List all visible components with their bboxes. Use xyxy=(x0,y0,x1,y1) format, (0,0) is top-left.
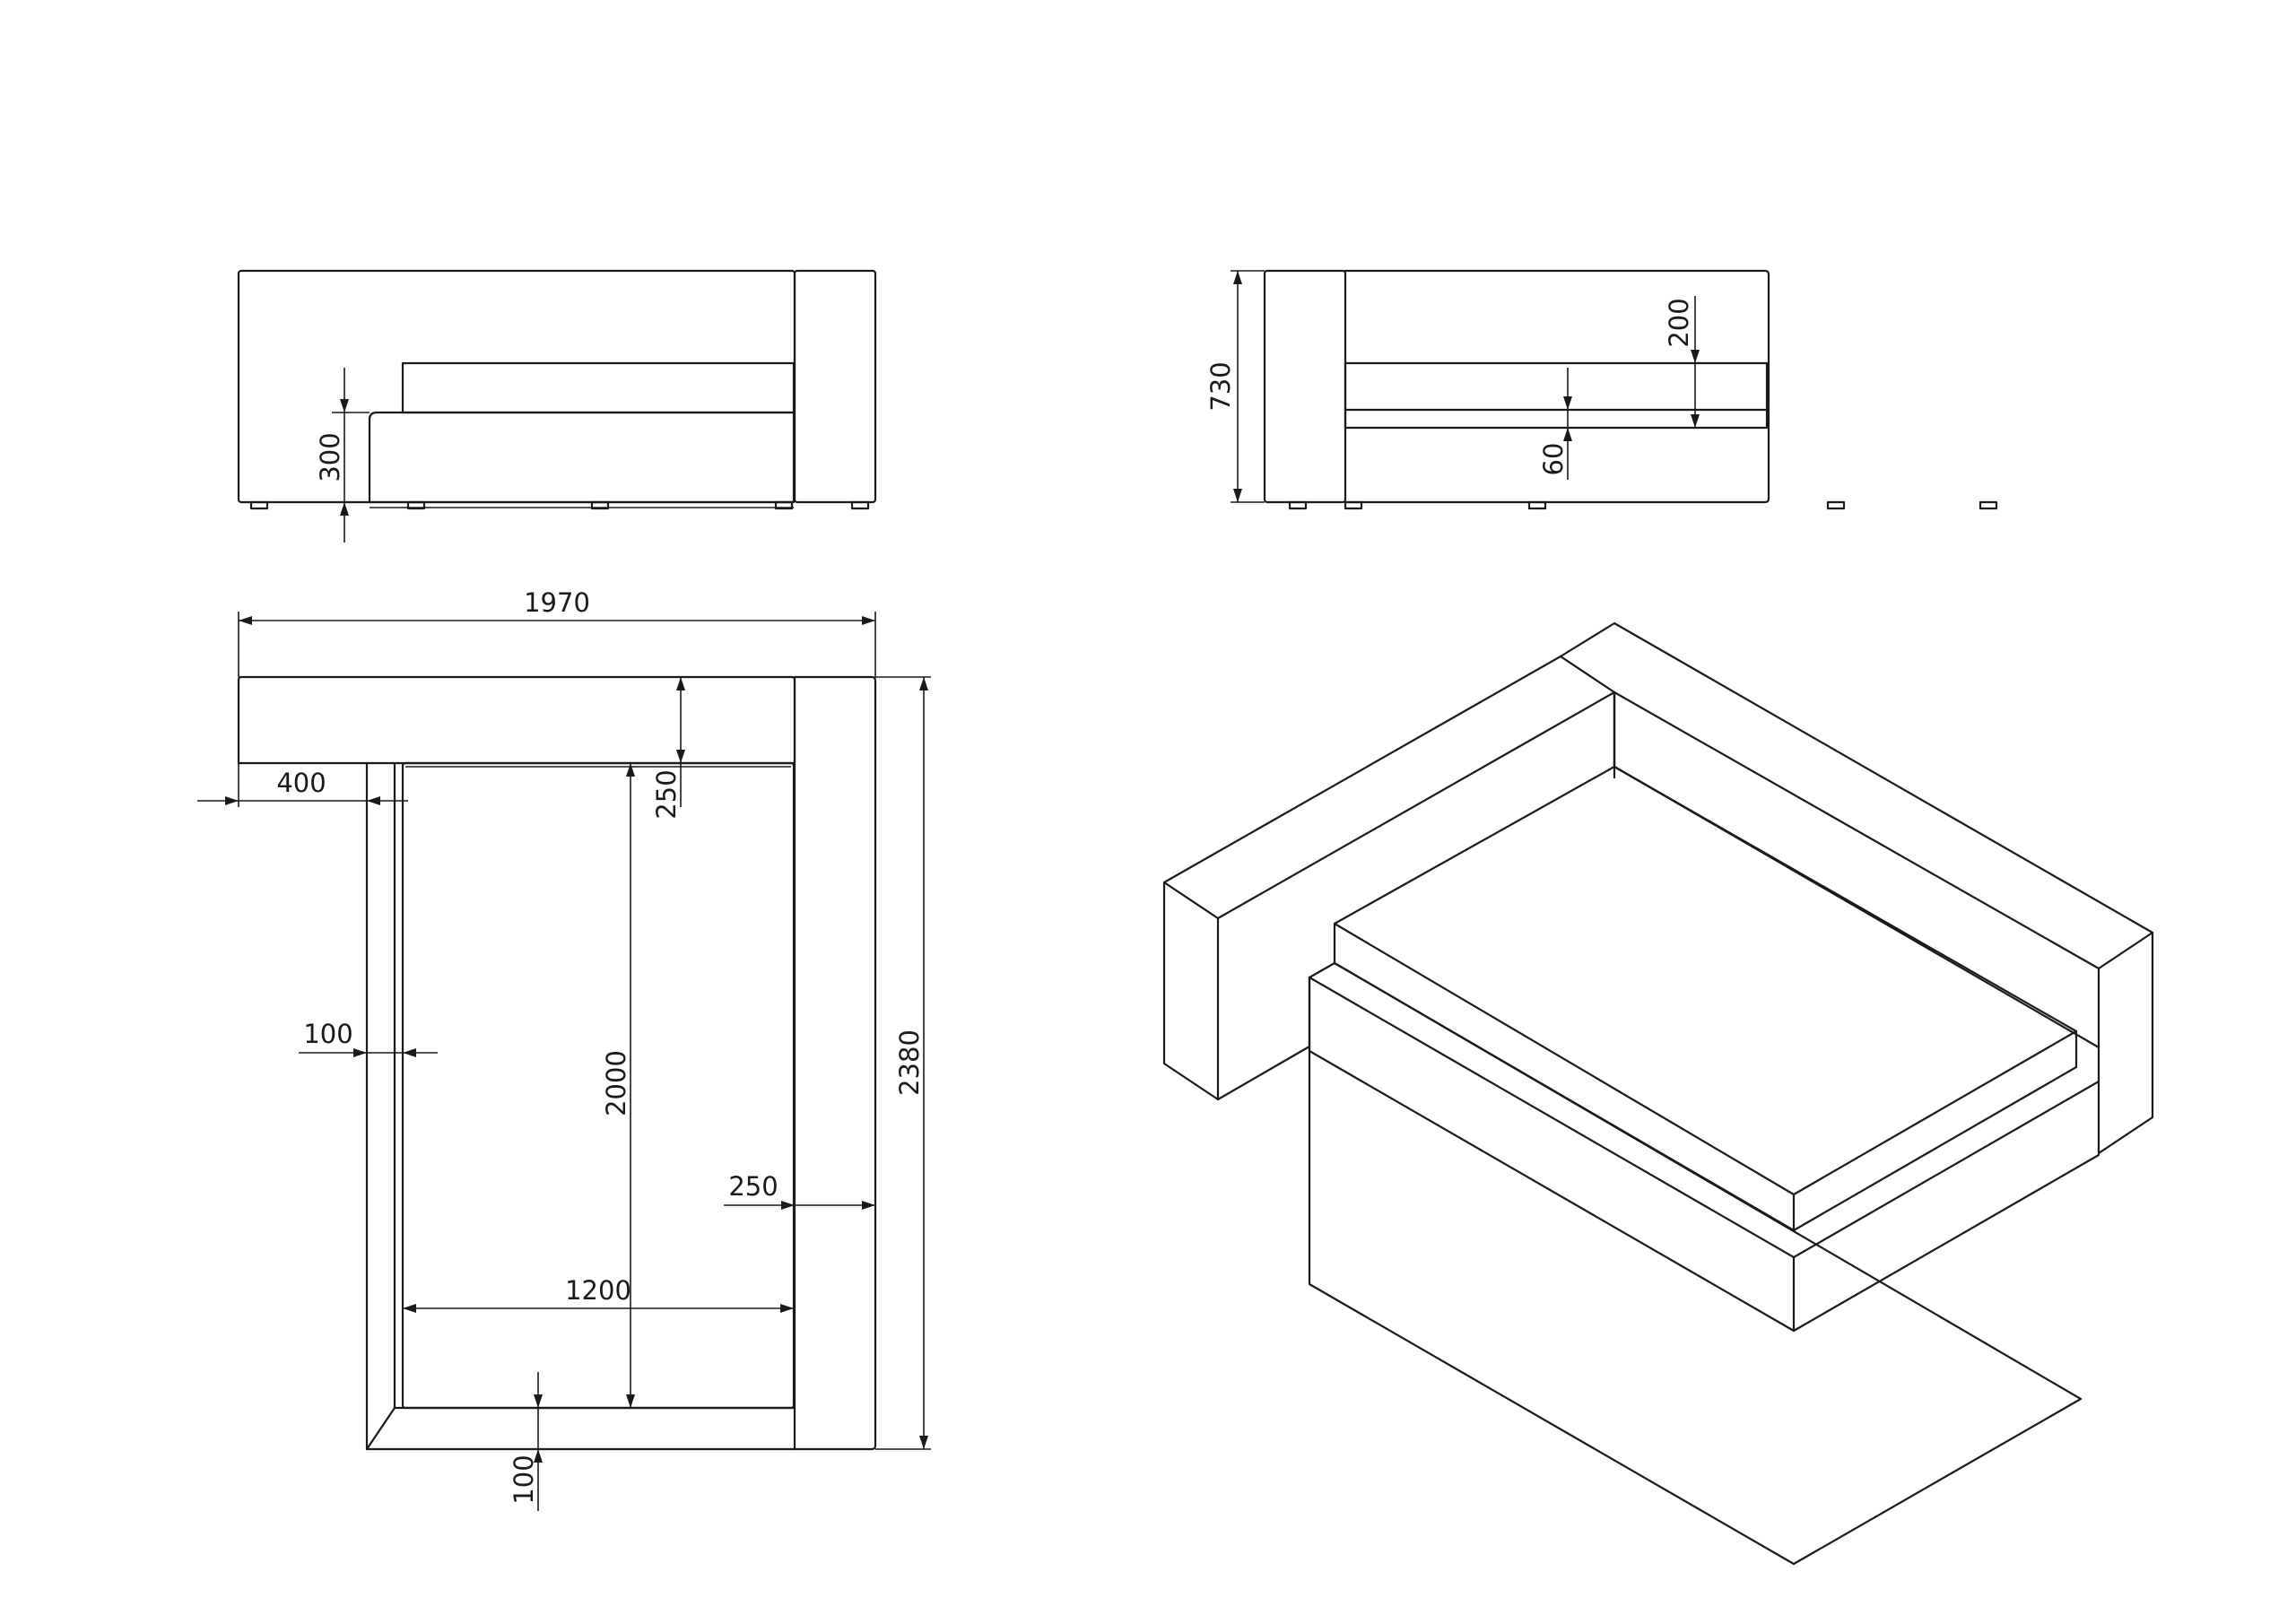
dim-400: 400 xyxy=(276,768,326,798)
dim-250-right: 250 xyxy=(728,1171,778,1202)
front-view: 730 200 60 xyxy=(1205,269,1998,510)
dim-250-headboard: 250 xyxy=(651,769,682,819)
side-view: 300 xyxy=(237,269,877,543)
dim-1200: 1200 xyxy=(565,1275,631,1306)
isometric-view xyxy=(1162,621,2154,1566)
plan-view: 1970 2380 400 250 100 2000 250 xyxy=(197,587,931,1511)
dim-60: 60 xyxy=(1538,443,1569,476)
dim-2380: 2380 xyxy=(894,1029,925,1096)
dim-2000: 2000 xyxy=(601,1050,631,1116)
dim-100-bottom: 100 xyxy=(509,1455,539,1504)
dim-730: 730 xyxy=(1205,361,1236,411)
dim-300: 300 xyxy=(315,432,345,482)
dim-1970: 1970 xyxy=(524,587,590,618)
dim-200: 200 xyxy=(1664,298,1694,347)
dim-100-side: 100 xyxy=(303,1019,352,1049)
